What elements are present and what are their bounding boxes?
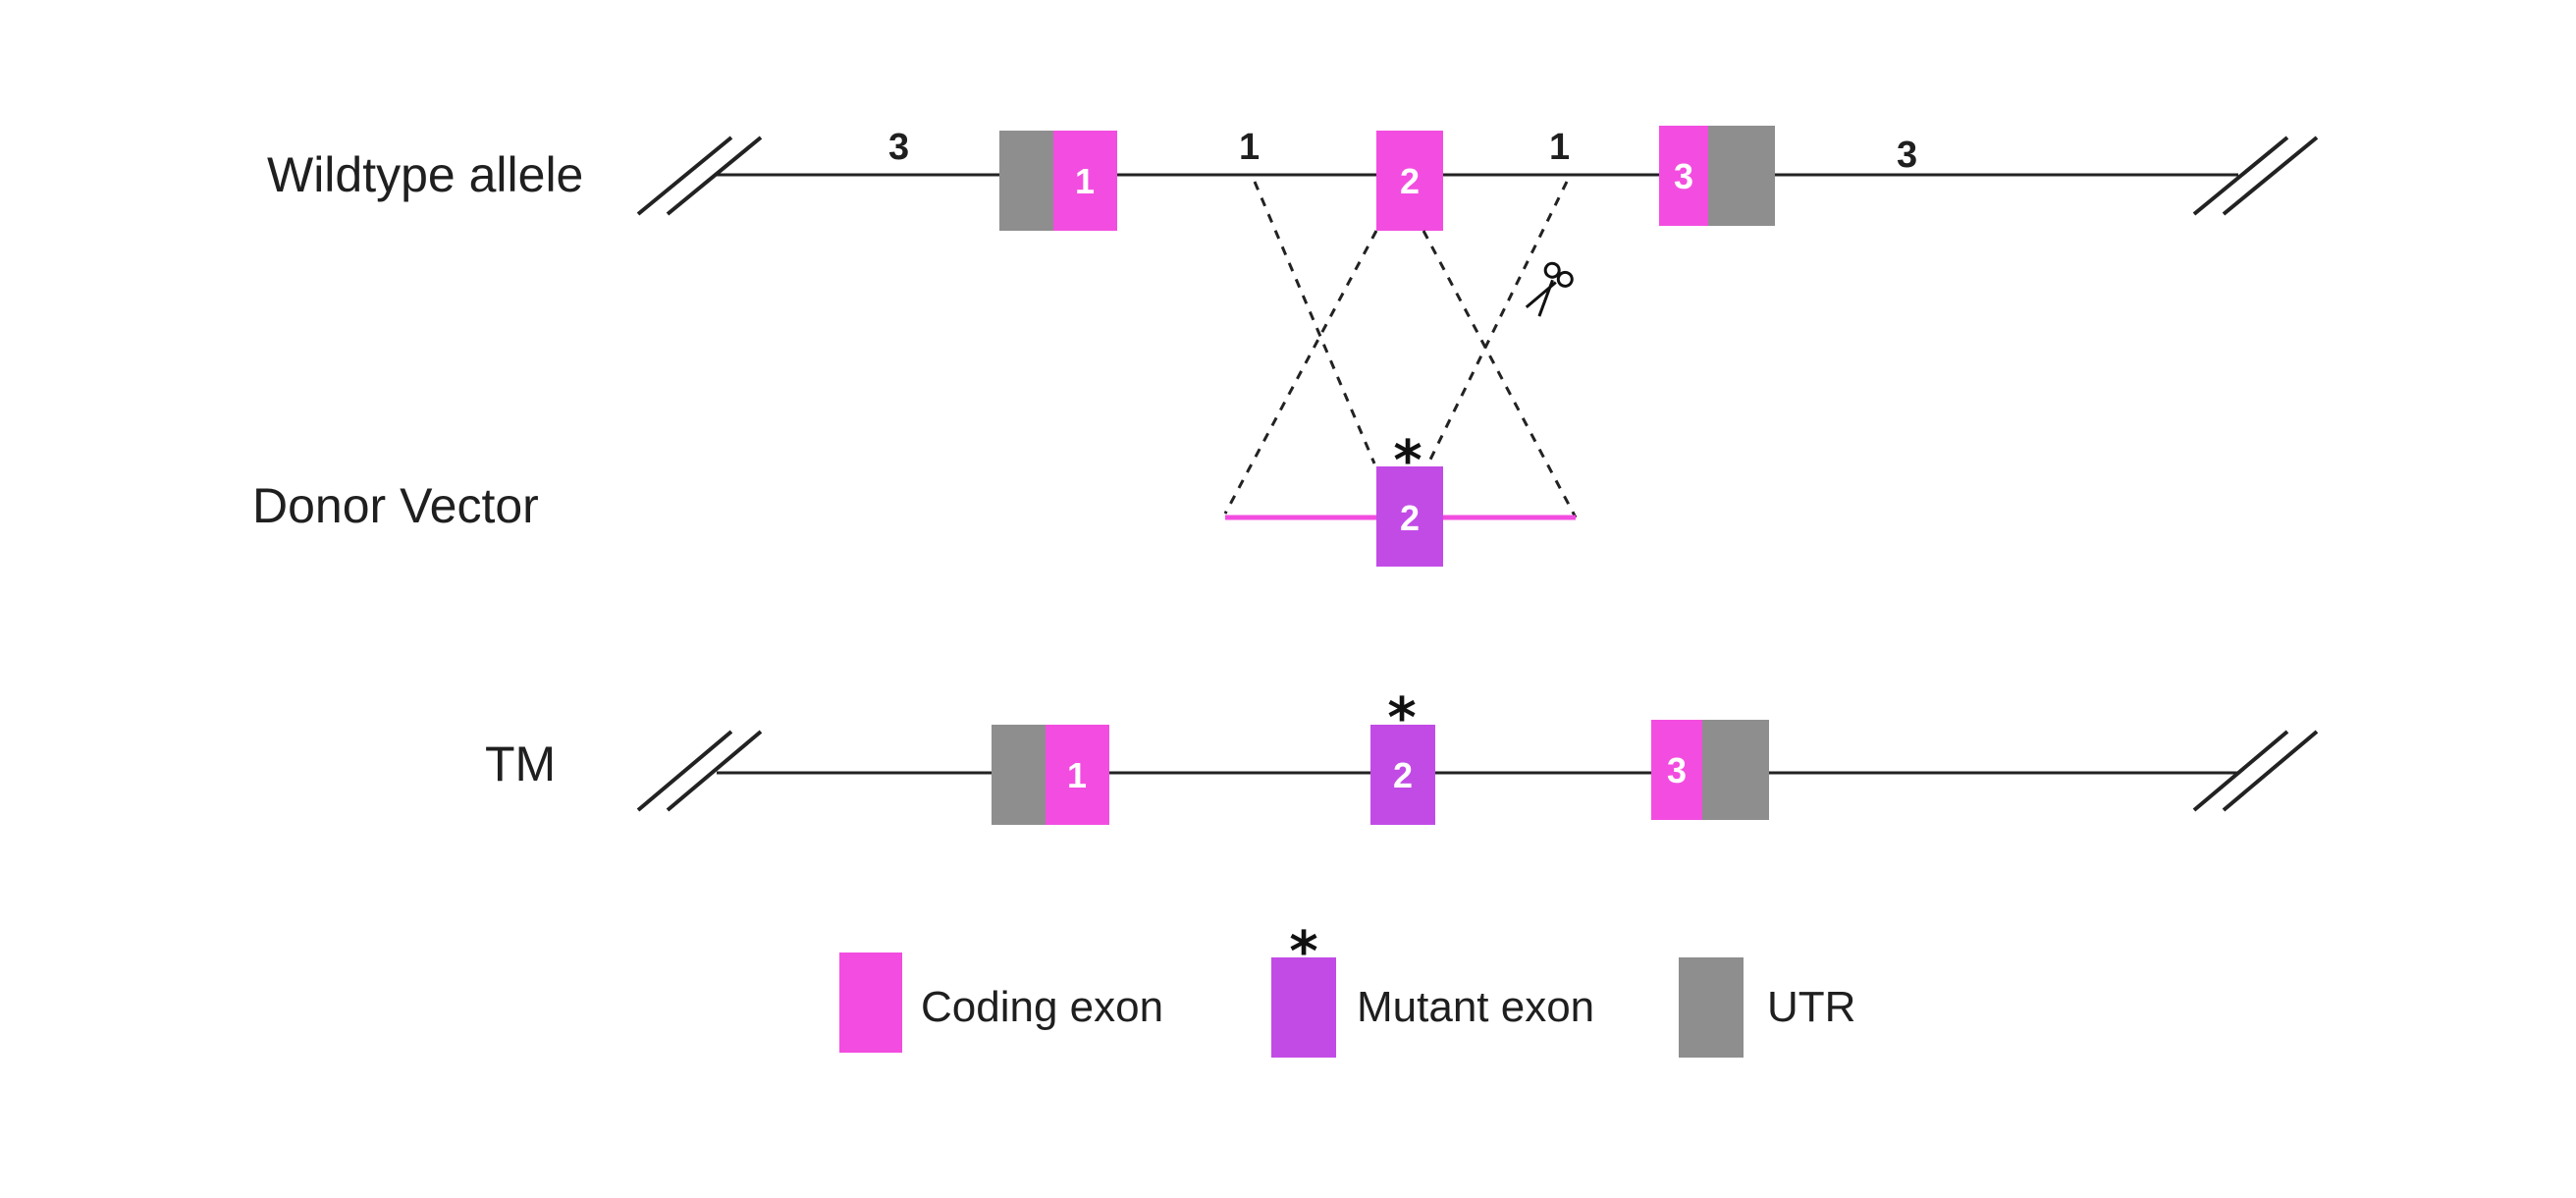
coding-exon [1651, 720, 1702, 820]
coding-exon [1376, 131, 1443, 231]
legend-label: Mutant exon [1357, 983, 1594, 1031]
mutant-exon [1376, 466, 1443, 567]
intron-label: 1 [1549, 127, 1570, 168]
mutation-star: * [1289, 920, 1317, 984]
mutation-star: * [1387, 686, 1416, 750]
break-mark-icon [2192, 136, 2319, 216]
exon-number: 3 [1667, 750, 1687, 790]
scissors-icon [1525, 261, 1574, 317]
tm-label: TM [485, 736, 556, 791]
coding-exon [1659, 126, 1708, 226]
break-mark-icon [636, 136, 763, 216]
exon-number: 1 [1075, 161, 1095, 201]
wildtype-label: Wildtype allele [267, 147, 583, 202]
utr-block [999, 131, 1053, 231]
utr-block [1702, 720, 1769, 820]
exon-number: 2 [1400, 161, 1420, 201]
legend-swatch-coding-exon [839, 953, 902, 1053]
exon-number: 2 [1400, 498, 1420, 538]
break-mark-icon [636, 730, 763, 812]
break-mark-icon [2192, 730, 2319, 812]
intron-label: 3 [888, 127, 909, 168]
utr-block [1708, 126, 1775, 226]
donor-row: Donor Vector 2 * [252, 429, 1576, 567]
tm-row: TM 1 2 * 3 [485, 686, 2319, 825]
legend-swatch-utr [1679, 957, 1744, 1058]
mutation-star: * [1393, 429, 1422, 493]
mutant-exon [1370, 725, 1435, 825]
exon-number: 2 [1393, 755, 1413, 795]
exon-number: 3 [1674, 156, 1693, 196]
legend-label: UTR [1767, 983, 1855, 1031]
utr-block [992, 725, 1046, 825]
legend-swatch-mutant-exon [1271, 957, 1336, 1058]
recombination-lines [1223, 181, 1578, 518]
donor-label: Donor Vector [252, 478, 539, 533]
intron-label: 1 [1239, 127, 1260, 168]
coding-exon [1046, 725, 1109, 825]
wildtype-row: Wildtype allele 3 1 1 3 1 2 3 [267, 126, 2319, 231]
exon-number: 1 [1067, 755, 1087, 795]
coding-exon [1053, 131, 1117, 231]
legend-label: Coding exon [921, 983, 1163, 1031]
intron-label: 3 [1897, 135, 1917, 176]
legend: Coding exon * Mutant exon UTR [839, 920, 1855, 1058]
